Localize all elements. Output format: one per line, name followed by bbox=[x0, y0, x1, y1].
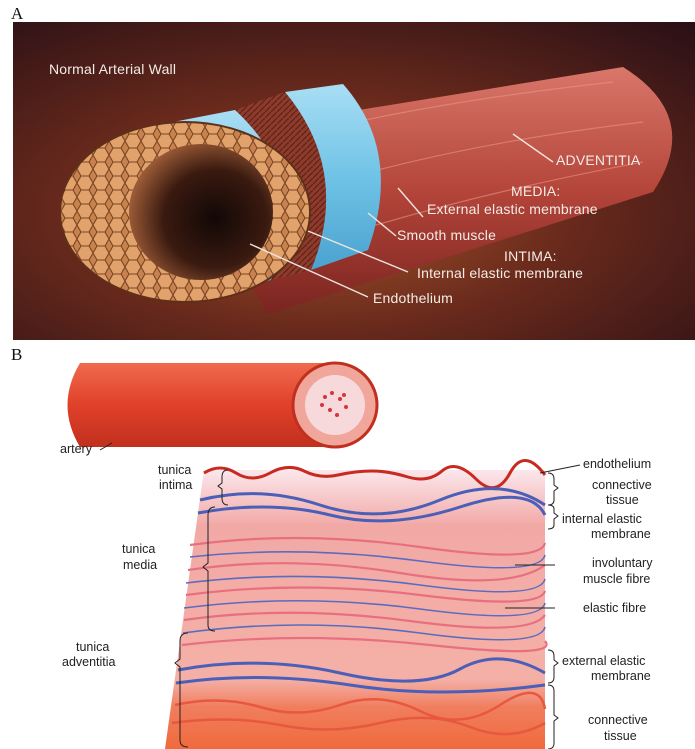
label-tunica-adventitia-1: tunica bbox=[76, 640, 109, 654]
label-tunica-media-2: media bbox=[123, 558, 157, 572]
label-endothelium-b: endothelium bbox=[583, 457, 651, 471]
label-endothelium: Endothelium bbox=[373, 290, 453, 306]
label-tunica-media-1: tunica bbox=[122, 542, 155, 556]
label-media: MEDIA: bbox=[511, 183, 560, 199]
arterial-wall-illustration: Normal Arterial Wall ADVENTITIA MEDIA: E… bbox=[13, 22, 695, 340]
label-internal-elastic-1: internal elastic bbox=[562, 512, 642, 526]
label-internal-elastic-2: membrane bbox=[591, 527, 651, 541]
label-tunica-intima-1: tunica bbox=[158, 463, 191, 477]
label-involuntary-1: involuntary bbox=[592, 556, 653, 570]
title-normal-arterial-wall: Normal Arterial Wall bbox=[49, 61, 176, 77]
artery-wall-diagram: artery tunica intima tunica media tunica… bbox=[0, 355, 695, 749]
artery-end-inner bbox=[305, 375, 365, 435]
label-tunica-intima-2: intima bbox=[159, 478, 192, 492]
panel-a-normal-arterial-wall: Normal Arterial Wall ADVENTITIA MEDIA: E… bbox=[13, 22, 695, 340]
label-adventitia: ADVENTITIA bbox=[556, 152, 641, 168]
label-tunica-adventitia-2: adventitia bbox=[62, 655, 116, 669]
label-external-elastic-1: external elastic bbox=[562, 654, 645, 668]
label-external-elastic-2: membrane bbox=[591, 669, 651, 683]
label-connective-tissue-2b: tissue bbox=[604, 729, 637, 743]
label-connective-tissue-2a: connective bbox=[588, 713, 648, 727]
label-artery: artery bbox=[60, 442, 93, 456]
label-smooth-muscle: Smooth muscle bbox=[397, 227, 496, 243]
panel-b-artery-cross-section: artery tunica intima tunica media tunica… bbox=[0, 355, 695, 749]
panel-a-letter: A bbox=[11, 5, 23, 22]
label-internal-elastic-membrane: Internal elastic membrane bbox=[417, 265, 583, 281]
label-elastic-fibre: elastic fibre bbox=[583, 601, 646, 615]
label-connective-tissue-1a: connective bbox=[592, 478, 652, 492]
label-involuntary-2: muscle fibre bbox=[583, 572, 650, 586]
label-connective-tissue-1b: tissue bbox=[606, 493, 639, 507]
lumen bbox=[129, 144, 273, 280]
label-external-elastic-membrane: External elastic membrane bbox=[427, 201, 598, 217]
label-intima: INTIMA: bbox=[504, 248, 557, 264]
